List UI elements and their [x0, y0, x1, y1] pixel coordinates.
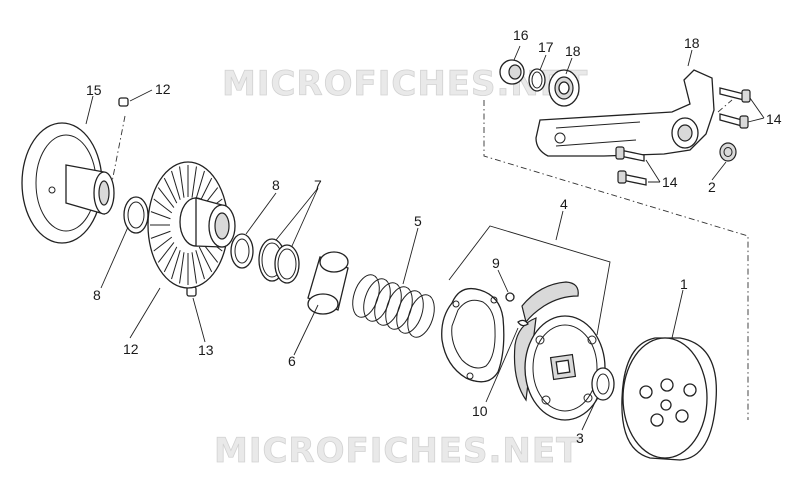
spring-coil — [374, 282, 402, 326]
part-17-bracket — [535, 69, 715, 157]
spring-coil — [396, 290, 424, 334]
axis-frame-right — [483, 100, 749, 420]
pulley-fin — [163, 246, 178, 273]
callout-16: 18 — [565, 43, 581, 59]
callout-7: 7 — [314, 177, 322, 193]
part-18-bolts — [615, 87, 751, 186]
callout-13: 15 — [86, 82, 102, 98]
axis-line-18-top — [717, 99, 733, 113]
callout-4: 4 — [560, 196, 568, 212]
callout-14: 16 — [513, 27, 529, 43]
callout-5: 5 — [414, 213, 422, 229]
pulley-fin — [150, 230, 171, 239]
callout-11: 12 — [123, 341, 139, 357]
part-8-oring-left — [123, 196, 149, 234]
part-15-circlip — [528, 68, 546, 92]
watermark-top: MICROFICHES.NET — [222, 64, 588, 104]
pulley-fin — [163, 177, 178, 204]
callout-12-bottom: 13 — [198, 342, 214, 358]
part-16-bearing — [548, 69, 580, 107]
axis-line-12-top — [111, 115, 126, 183]
callout-2: 2 — [708, 179, 716, 195]
pulley-fin — [171, 170, 181, 200]
callout-8-left: 8 — [93, 287, 101, 303]
part-1-clutch-bell — [621, 337, 718, 461]
spring-coil — [363, 278, 391, 322]
part-4-group-bracket — [448, 225, 611, 336]
callout-1: 1 — [680, 276, 688, 292]
pulley-fin — [171, 250, 181, 280]
callout-18-right: 14 — [766, 111, 782, 127]
part-9-washer — [505, 292, 515, 302]
part-12-pin-top — [118, 97, 129, 107]
pulley-fin — [198, 246, 213, 273]
callout-17: 18 — [684, 35, 700, 51]
pulley-fin — [195, 250, 205, 280]
callout-10: 10 — [472, 403, 488, 419]
pulley-fin — [179, 166, 185, 198]
part-7-seal-rings — [258, 238, 300, 284]
part-2-nut — [719, 142, 737, 162]
spring-coil — [352, 274, 380, 318]
pulley-fin — [153, 236, 173, 252]
part-11-movable-pulley-half — [147, 161, 236, 289]
part-10-clip — [517, 319, 529, 327]
callout-3: 3 — [576, 430, 584, 446]
part-3-washer — [591, 367, 615, 401]
callout-18-bottom: 14 — [662, 174, 678, 190]
callout-9: 9 — [492, 255, 500, 271]
callout-8-right: 8 — [272, 177, 280, 193]
part-6-sleeve — [307, 251, 349, 315]
spring-coil — [407, 294, 435, 338]
part-4-plate — [441, 287, 505, 383]
part-8-oring-right — [230, 233, 254, 269]
pulley-fin — [191, 166, 197, 198]
spring-coil — [385, 286, 413, 330]
watermark-bottom: MICROFICHES.NET — [214, 431, 580, 471]
leader-lines — [85, 45, 765, 431]
pulley-fin — [179, 252, 185, 284]
part-13-fixed-pulley-half — [21, 122, 115, 244]
pulley-fin — [191, 252, 197, 284]
callout-15: 17 — [538, 39, 554, 55]
part-4-clutch-hub — [513, 315, 606, 421]
pulley-fin — [153, 198, 173, 214]
pulley-fin — [195, 170, 205, 200]
part-4-clutch-shoe — [521, 281, 579, 324]
pulley-fin — [157, 187, 175, 208]
callout-6: 6 — [288, 353, 296, 369]
part-14-spacer — [499, 59, 525, 85]
part-5-spring — [352, 274, 435, 338]
pulley-fin — [150, 211, 171, 220]
callout-12-top: 12 — [155, 81, 171, 97]
pulley-fin — [157, 242, 175, 263]
